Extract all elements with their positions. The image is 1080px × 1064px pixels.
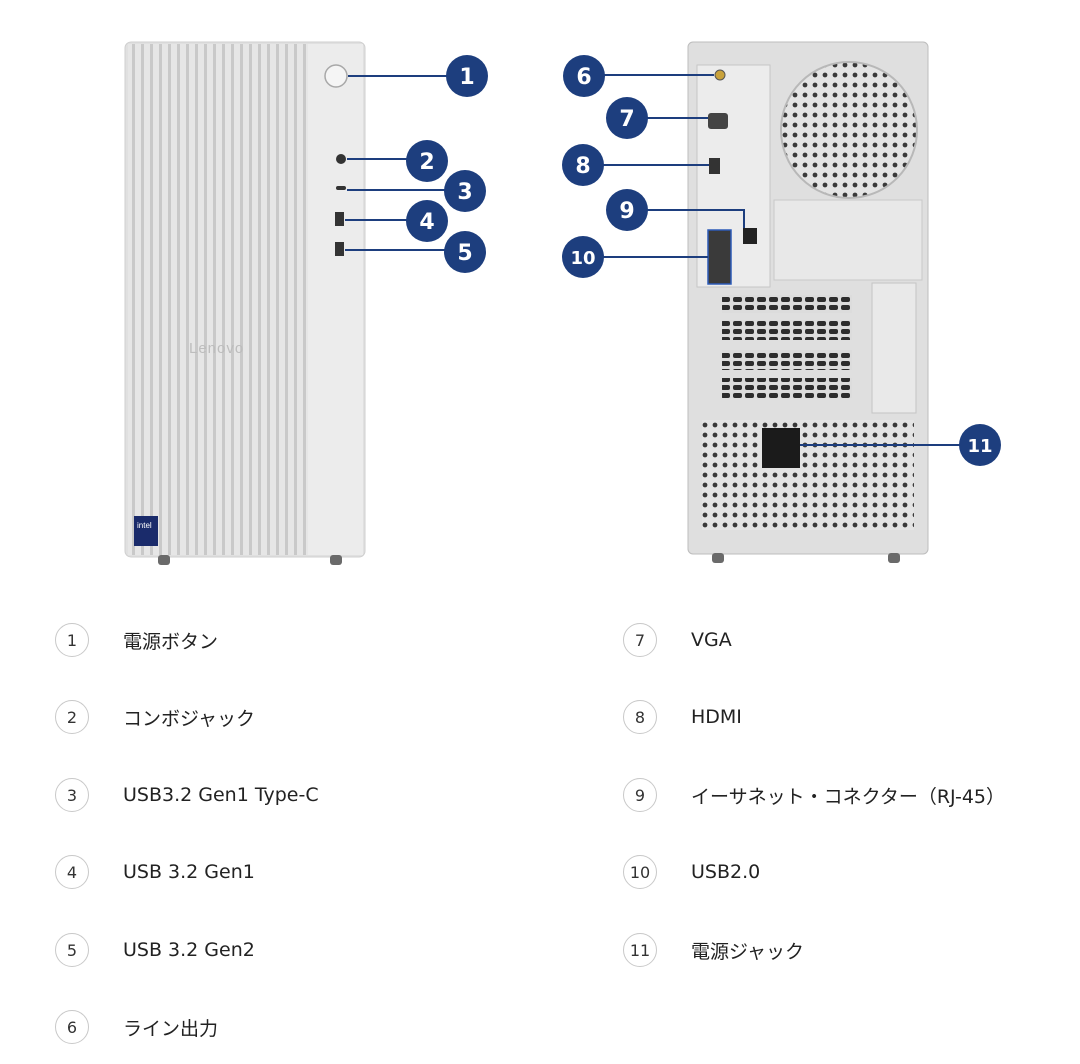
psu-grille	[702, 420, 914, 530]
foot-left	[158, 555, 170, 565]
lenovo-logo: Lenovo	[189, 340, 244, 357]
legend-label: コンボジャック	[123, 707, 256, 730]
power-button-icon	[324, 64, 348, 88]
legend-label: イーサネット・コネクター（RJ-45）	[691, 785, 1006, 808]
callout-3: 3	[444, 170, 486, 212]
ethernet-port-icon	[743, 228, 757, 244]
usb2-ports-icon	[707, 229, 732, 285]
callout-badges: 1 2 3 4 5 6 7 8 9 10 11	[406, 55, 1001, 466]
callout-5: 5	[444, 231, 486, 273]
callout-2: 2	[406, 140, 448, 182]
front-side-strip	[308, 44, 363, 555]
legend-item: 11 電源ジャック	[623, 932, 804, 968]
legend-label: USB2.0	[691, 861, 761, 883]
svg-text:5: 5	[457, 241, 472, 266]
combo-jack-icon	[336, 154, 346, 164]
power-jack-socket	[762, 428, 800, 468]
legend-item: 9 イーサネット・コネクター（RJ-45）	[623, 777, 1005, 813]
usb-c-port-icon	[336, 186, 346, 190]
hdmi-port-icon	[709, 158, 720, 174]
svg-text:6: 6	[576, 65, 591, 90]
legend-number: 1	[55, 623, 89, 657]
usb-a-port-1-icon	[335, 212, 344, 226]
callout-7: 7	[606, 97, 648, 139]
legend-item: 2 コンボジャック	[55, 699, 255, 735]
legend-label: VGA	[691, 629, 732, 651]
svg-text:9: 9	[619, 199, 634, 224]
pcie-slot-4	[722, 378, 852, 398]
intel-badge	[134, 516, 158, 546]
legend-number: 6	[55, 1010, 89, 1044]
svg-text:3: 3	[457, 180, 472, 205]
legend-label: USB 3.2 Gen2	[123, 939, 255, 961]
pc-ports-diagram: Lenovo intel	[124, 41, 1001, 565]
callout-6: 6	[563, 55, 605, 97]
callout-lines	[345, 74, 960, 446]
pcie-slot-3	[722, 350, 852, 370]
callout-10: 10	[562, 236, 604, 278]
svg-text:4: 4	[419, 210, 434, 235]
line-out-icon	[714, 69, 726, 81]
legend-number: 5	[55, 933, 89, 967]
back-view	[687, 41, 929, 563]
svg-text:8: 8	[575, 154, 590, 179]
legend-number: 9	[623, 778, 657, 812]
legend-number: 7	[623, 623, 657, 657]
callout-1: 1	[446, 55, 488, 97]
legend-number: 11	[623, 933, 657, 967]
legend-item: 5 USB 3.2 Gen2	[55, 932, 255, 968]
legend-number: 4	[55, 855, 89, 889]
legend-label: USB 3.2 Gen1	[123, 861, 255, 883]
legend-label: HDMI	[691, 706, 742, 728]
fan-grille	[780, 61, 918, 199]
legend-item: 8 HDMI	[623, 699, 742, 735]
front-ribbed-panel	[128, 44, 308, 555]
front-view: Lenovo intel	[124, 41, 366, 565]
legend-item: 3 USB3.2 Gen1 Type-C	[55, 777, 319, 813]
legend-label: 電源ボタン	[123, 630, 219, 653]
legend-label: USB3.2 Gen1 Type-C	[123, 784, 319, 806]
vga-port-icon	[708, 113, 728, 129]
back-foot-left	[712, 553, 724, 563]
legend-label: ライン出力	[123, 1017, 219, 1040]
legend-item: 4 USB 3.2 Gen1	[55, 854, 255, 890]
legend-label: 電源ジャック	[691, 940, 805, 963]
legend-number: 8	[623, 700, 657, 734]
callout-4: 4	[406, 200, 448, 242]
svg-text:2: 2	[419, 150, 434, 175]
callout-8: 8	[562, 144, 604, 186]
legend-item: 1 電源ボタン	[55, 622, 218, 658]
legend-item: 7 VGA	[623, 622, 732, 658]
legend-number: 3	[55, 778, 89, 812]
back-foot-right	[888, 553, 900, 563]
usb-a-port-2-icon	[335, 242, 344, 256]
bracket-area	[773, 199, 923, 281]
callout-9: 9	[606, 189, 648, 231]
svg-text:7: 7	[619, 107, 634, 132]
svg-text:10: 10	[570, 248, 595, 269]
legend-number: 10	[623, 855, 657, 889]
side-latch	[871, 282, 917, 414]
svg-text:11: 11	[967, 436, 992, 457]
pcie-slot-2	[722, 320, 852, 340]
svg-text:1: 1	[459, 65, 474, 90]
callout-11: 11	[959, 424, 1001, 466]
legend-number: 2	[55, 700, 89, 734]
foot-right	[330, 555, 342, 565]
legend-item: 6 ライン出力	[55, 1009, 218, 1045]
pcie-slot-1	[722, 295, 852, 313]
legend-item: 10 USB2.0	[623, 854, 760, 890]
intel-badge-text: intel	[137, 521, 152, 530]
